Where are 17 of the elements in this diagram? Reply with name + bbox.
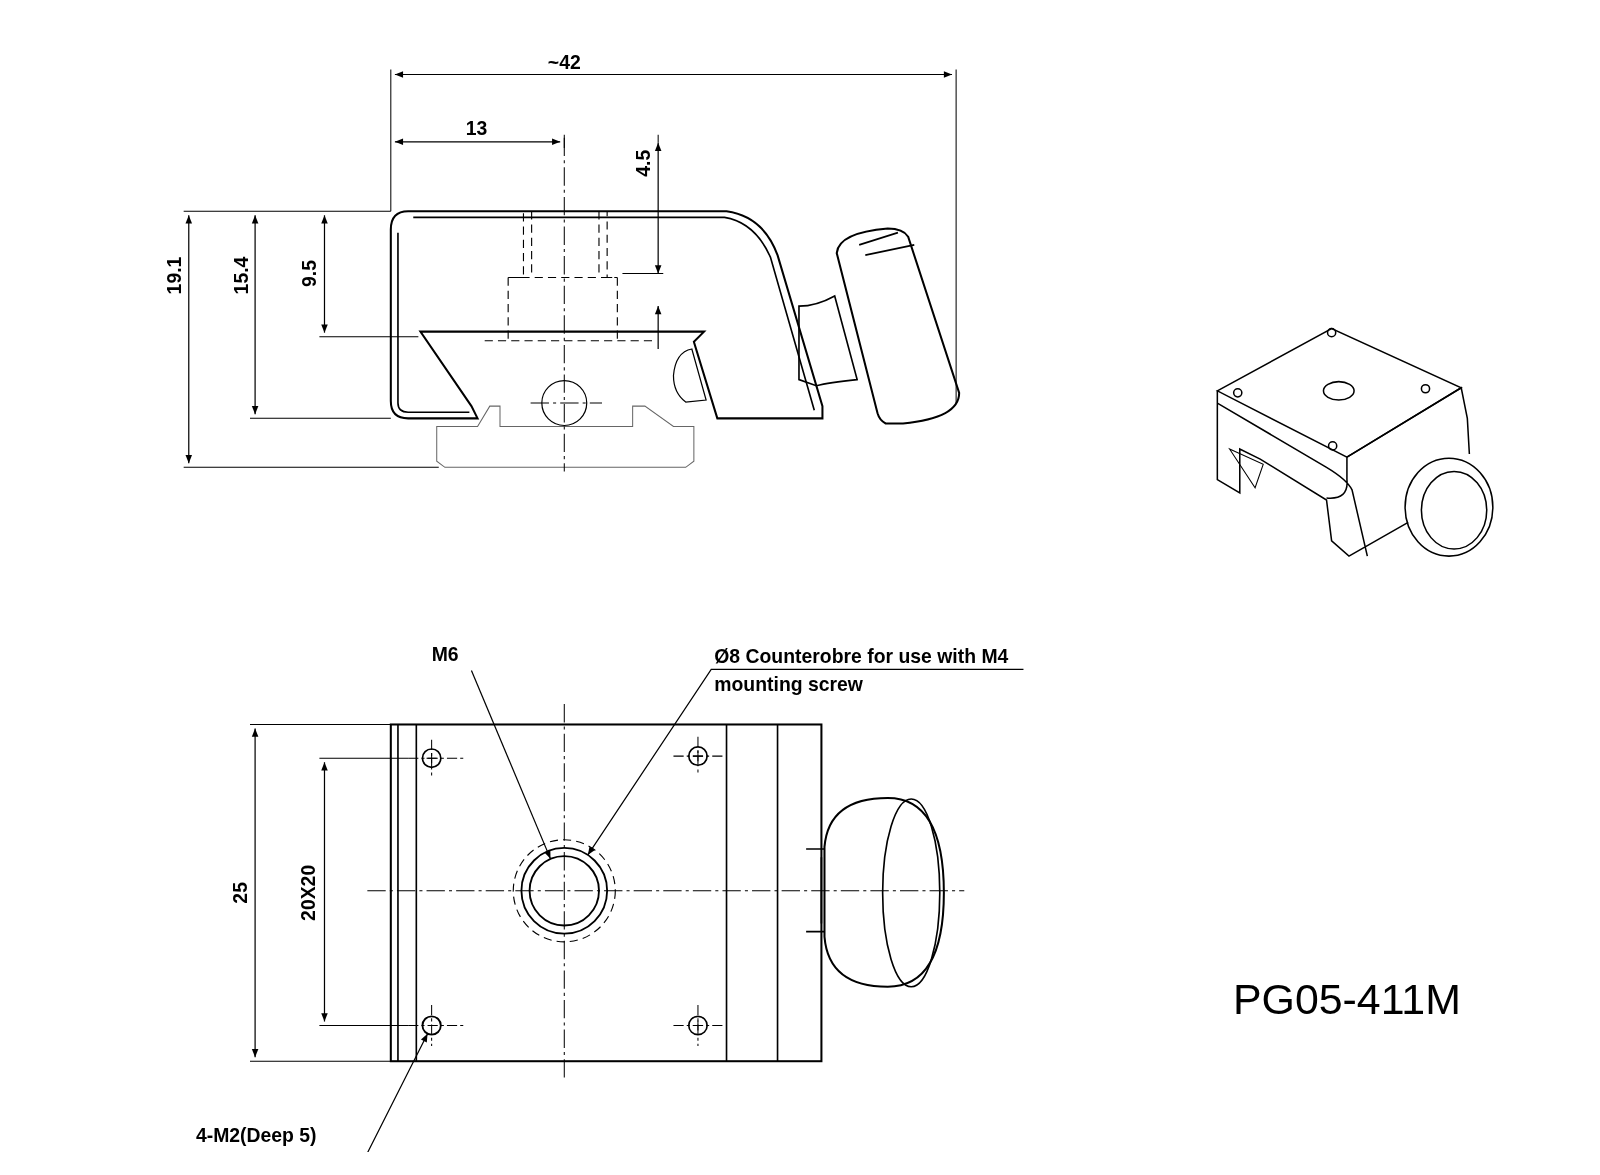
dimension-value: 20X20 [297, 864, 320, 921]
dimension-value: 15.4 [230, 256, 253, 295]
callout-label: M6 [431, 643, 459, 668]
callout-label: 4-M2(Deep 5) [195, 1124, 317, 1148]
dimension-value: 9.5 [298, 260, 321, 287]
dimension-value: 25 [229, 882, 252, 904]
dimension-value: 13 [465, 117, 488, 142]
part-number: PG05-411M [1233, 974, 1461, 1026]
dimension-value: 19.1 [163, 256, 187, 295]
leader-line [470, 669, 552, 860]
leader-line [587, 668, 1025, 856]
dimension-value: 4.5 [632, 149, 655, 177]
counterbore-circle [520, 847, 609, 935]
callout-label: Ø8 Counterobre for use with M4 mounting screw [714, 642, 1013, 698]
mounting-hole [421, 1015, 442, 1036]
bore-hole [528, 855, 600, 927]
dimension-value: ~42 [547, 51, 581, 75]
